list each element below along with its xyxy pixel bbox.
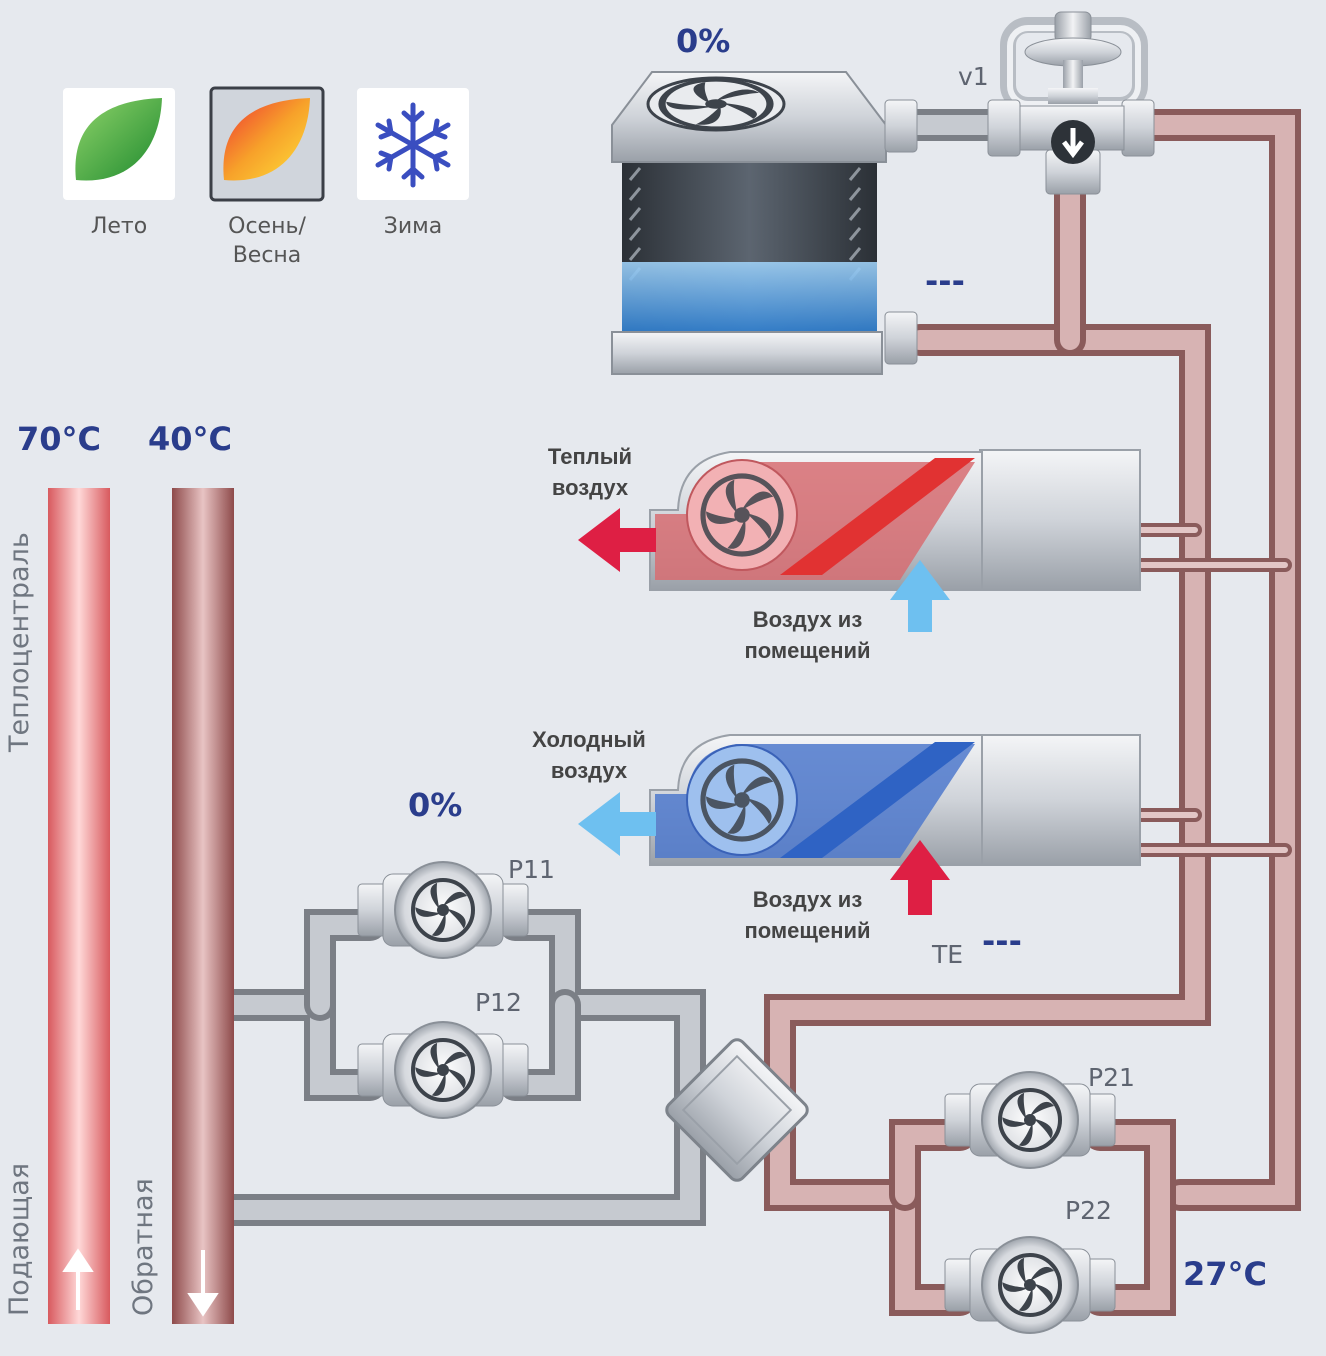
cooler-outlet-value: --- xyxy=(925,262,965,300)
warm-air-label: Теплый воздух xyxy=(547,444,633,500)
primary-pump-percent: 0% xyxy=(408,786,463,824)
cold-air-out-arrow-icon xyxy=(578,792,656,856)
valve-v1-label: v1 xyxy=(958,62,989,91)
warm-air-out-arrow-icon xyxy=(578,508,656,572)
heating-plant-label: Теплоцентраль xyxy=(4,532,35,752)
supply-up-arrow-icon xyxy=(62,1248,94,1310)
return-temperature: 40°C xyxy=(148,420,233,458)
pump-p11-label: P11 xyxy=(508,855,555,884)
season-summer-label: Лето xyxy=(90,214,148,239)
autumn-leaf-icon xyxy=(223,98,310,181)
supply-pipe xyxy=(48,488,110,1324)
cold-unit-intake-label: Воздух из помещений xyxy=(744,887,871,943)
primary-loop-pipes xyxy=(189,909,706,1226)
green-leaf-icon xyxy=(75,98,162,181)
return-label: Обратная xyxy=(128,1178,159,1316)
pump-p12-label: P12 xyxy=(475,988,522,1017)
cold-air-label: Холодный воздух xyxy=(532,727,646,783)
te-label: TE xyxy=(932,940,964,969)
supply-temperature: 70°C xyxy=(17,420,102,458)
cold-unit-intake-arrow-icon xyxy=(890,840,950,915)
return-down-arrow-icon xyxy=(187,1250,219,1317)
secondary-loop-pipes xyxy=(764,109,1301,1316)
plate-heat-exchanger xyxy=(665,1038,809,1182)
supply-label: Подающая xyxy=(4,1163,35,1316)
dry-cooler[interactable] xyxy=(611,71,918,375)
pump-p21-label: P21 xyxy=(1088,1063,1135,1092)
pump-p22[interactable] xyxy=(945,1237,1115,1333)
pump-p12[interactable] xyxy=(358,1022,528,1118)
valve-arrow-down-icon xyxy=(1062,128,1084,159)
season-summer-button[interactable] xyxy=(63,88,175,200)
pump-p11[interactable] xyxy=(358,862,528,958)
warm-unit-intake-label: Воздух из помещений xyxy=(744,607,871,663)
snowflake-icon xyxy=(375,102,451,188)
secondary-loop-temperature: 27°C xyxy=(1183,1255,1268,1293)
season-autumn-spring-button[interactable] xyxy=(209,86,325,202)
warm-unit-intake-arrow-icon xyxy=(890,560,950,632)
pump-p22-label: P22 xyxy=(1065,1196,1112,1225)
te-value: --- xyxy=(982,922,1022,960)
return-pipe xyxy=(172,488,234,1324)
cold-air-unit[interactable] xyxy=(649,734,1141,866)
season-autumn-spring-label: Осень/ Весна xyxy=(228,214,306,268)
valve-v1[interactable] xyxy=(987,11,1155,195)
cooler-fan-percent: 0% xyxy=(676,22,731,60)
warm-air-unit[interactable] xyxy=(649,449,1141,591)
season-winter-button[interactable] xyxy=(357,88,469,200)
season-winter-label: Зима xyxy=(383,214,443,239)
